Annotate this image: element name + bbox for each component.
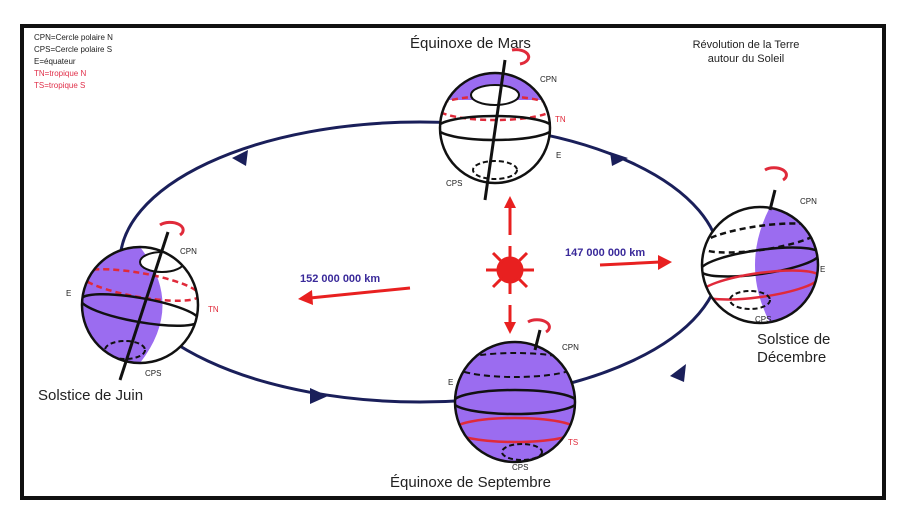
legend-tn: TN=tropique N [34,69,86,78]
aphelion-distance: 152 000 000 km [300,273,380,285]
sun-rays-arrows [298,196,672,334]
label-equinoxe-mars: Équinoxe de Mars [410,35,531,52]
diagram-title-line1: Révolution de la Terre [693,39,800,51]
label-tn: TN [555,115,566,124]
legend: CPN=Cercle polaire N CPS=Cercle polaire … [34,33,113,90]
label-e: E [820,265,825,274]
sun-icon [486,246,534,294]
label-solstice-decembre-line2: Décembre [757,349,826,366]
legend-cps: CPS=Cercle polaire S [34,45,112,54]
label-cps: CPS [145,369,161,378]
legend-cpn: CPN=Cercle polaire N [34,33,113,42]
orbit-direction-arrow [670,364,686,382]
globe-solstice-decembre: CPN E CPS [700,166,825,325]
label-cps: CPS [446,179,462,188]
orbit-direction-arrow [310,388,328,404]
orbit-direction-arrow [610,152,628,166]
label-e: E [66,289,71,298]
label-cps: CPS [512,463,528,472]
label-cpn: CPN [800,197,817,206]
label-ts: TS [568,438,578,447]
legend-e: E=équateur [34,57,76,66]
label-e: E [556,151,561,160]
perihelion-distance: 147 000 000 km [565,247,645,259]
label-equinoxe-septembre: Équinoxe de Septembre [390,474,551,491]
label-cpn: CPN [180,247,197,256]
orbit-direction-arrow [232,150,248,166]
globe-equinoxe-septembre: CPN E TS CPS [448,318,579,472]
globe-equinoxe-mars: CPN TN E CPS [438,48,566,201]
label-cps: CPS [755,315,771,324]
diagram-title-line2: autour du Soleil [708,53,784,65]
label-cpn: CPN [540,75,557,84]
label-solstice-decembre-line1: Solstice de [757,331,830,348]
globe-solstice-juin: CPN TN E CPS [66,220,219,381]
label-solstice-juin: Solstice de Juin [38,387,143,404]
label-cpn: CPN [562,343,579,352]
label-tn: TN [208,305,219,314]
legend-ts: TS=tropique S [34,81,85,90]
label-e: E [448,378,453,387]
